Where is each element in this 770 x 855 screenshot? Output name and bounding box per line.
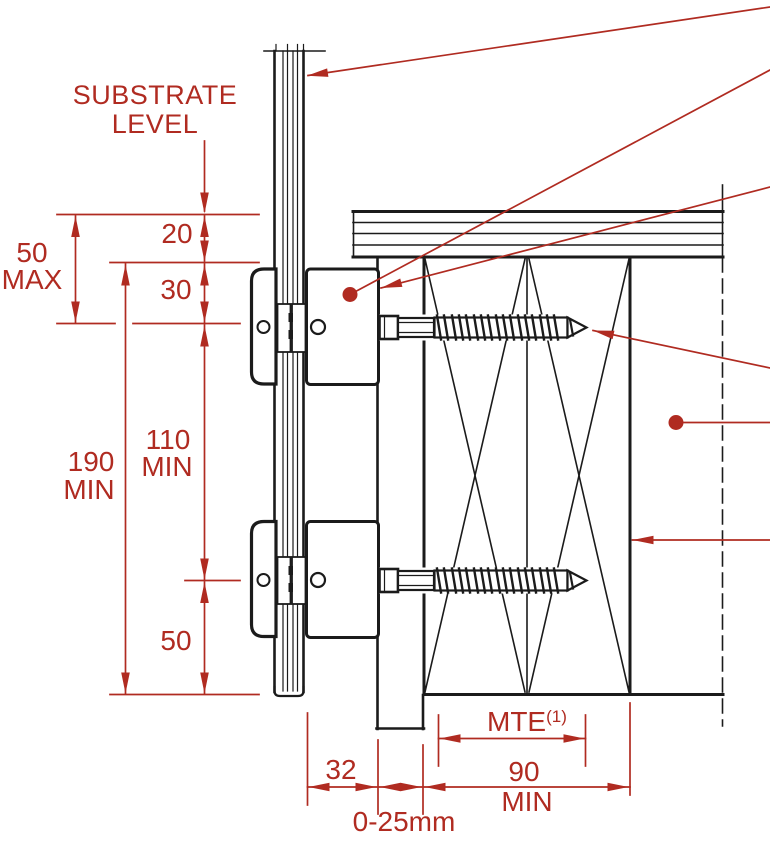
leader-screw-tip	[591, 326, 770, 369]
dim-110-min	[200, 324, 209, 581]
leader-bracket-dot	[342, 69, 770, 302]
dim-mte	[437, 734, 587, 743]
dim-gap-label: 0-25mm	[353, 806, 456, 837]
panel-anchor-upper	[276, 303, 307, 353]
dim-20-label: 20	[161, 218, 192, 249]
dim-20	[200, 215, 209, 262]
substrate-level-leader	[200, 140, 209, 214]
substrate-level-label-line2: LEVEL	[112, 109, 199, 139]
leader-stud-edge	[631, 535, 770, 545]
dim-30-label: 30	[160, 274, 191, 305]
panel-bottom-edge	[273, 685, 305, 698]
extension-lines	[56, 213, 631, 815]
dim-50-max-qualifier: MAX	[2, 264, 63, 295]
dim-32-label: 32	[325, 754, 356, 785]
bracket-hole	[309, 571, 327, 589]
disc-hole	[256, 573, 271, 587]
dim-30	[200, 263, 209, 324]
dim-50-max	[71, 215, 80, 324]
substrate-level-label-line1: SUBSTRATE	[73, 80, 238, 110]
horizontal-board	[351, 184, 725, 259]
dim-110-min-value: 110	[146, 424, 191, 455]
panel-fixing-disc-upper	[249, 267, 278, 386]
dim-bottom-row	[306, 782, 631, 792]
dim-50-lower	[200, 581, 209, 695]
fixing-screw-upper	[377, 313, 590, 342]
dim-190-min	[121, 263, 130, 695]
hanger-bracket-lower	[305, 520, 380, 639]
disc-hole	[256, 320, 271, 334]
leader-rail	[379, 186, 770, 293]
leader-panel	[306, 6, 770, 80]
hanger-bracket-upper	[305, 267, 380, 386]
dim-90-min-qualifier: MIN	[501, 786, 552, 817]
panel-anchor-lower	[276, 556, 307, 605]
dim-190-min-value: 190	[68, 446, 115, 477]
dim-50-max-value: 50	[16, 237, 47, 268]
dim-50-lower-label: 50	[160, 625, 191, 656]
leader-cavity-dot	[668, 415, 770, 430]
panel-fixing-disc-lower	[249, 519, 278, 639]
dim-90-min-value: 90	[508, 756, 539, 787]
fixing-screw-lower	[377, 566, 590, 595]
bracket-hole	[309, 318, 327, 336]
dim-190-min-qualifier: MIN	[63, 474, 114, 505]
dim-mte-label: MTE(1)	[487, 706, 567, 737]
dim-110-min-qualifier: MIN	[141, 451, 192, 482]
